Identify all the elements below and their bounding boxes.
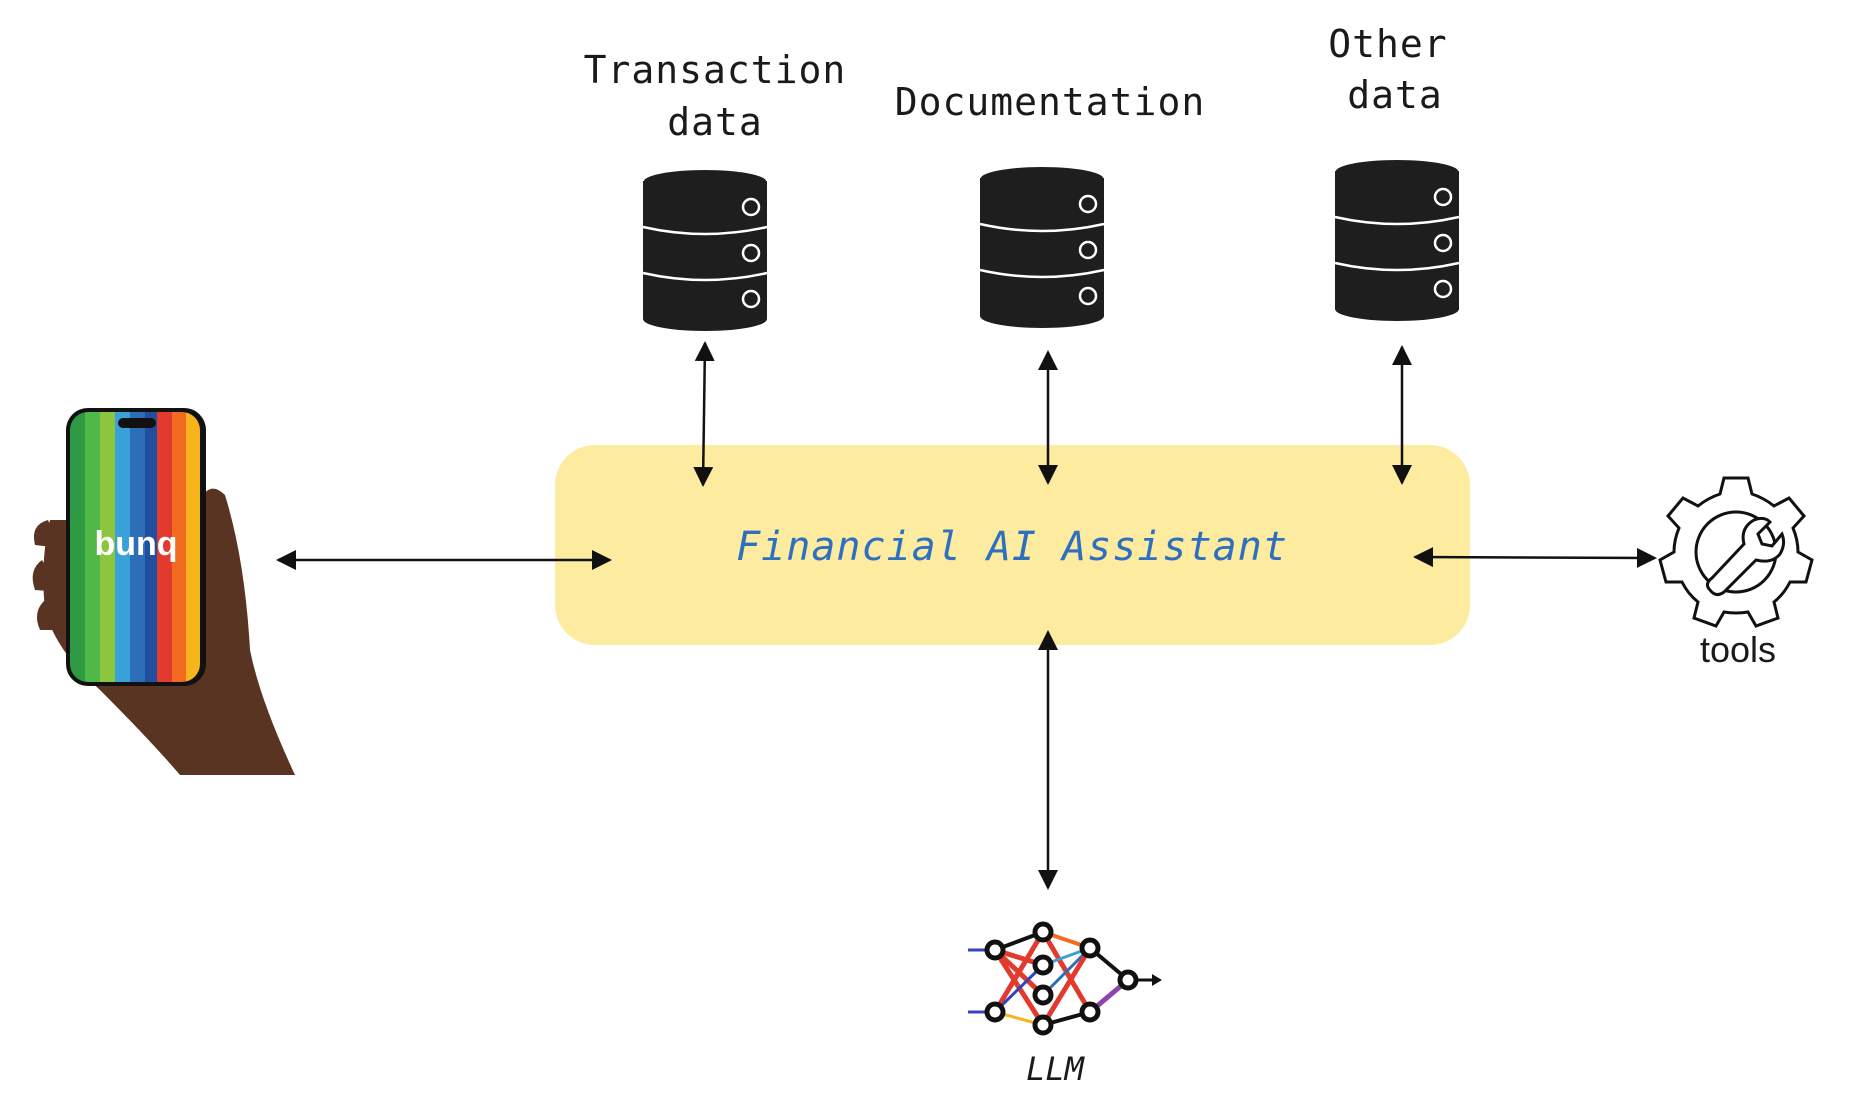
arrow-tools [1413, 547, 1657, 568]
source-label-other-line2: data [1347, 73, 1443, 117]
phone-brand: bunq [94, 525, 177, 563]
database-icon [641, 167, 769, 333]
assistant-node [555, 445, 1470, 645]
assistant-label: Financial AI Assistant [736, 524, 1288, 570]
database-icon [978, 164, 1106, 330]
database-icon [1333, 157, 1461, 323]
source-label-other-line1: Other [1328, 22, 1447, 66]
llm-label: LLM [1026, 1050, 1086, 1088]
tools-label: tools [1700, 629, 1776, 670]
source-label-transaction-line2: data [667, 100, 763, 144]
gear-wrench-icon [1658, 476, 1814, 628]
source-label-documentation: Documentation [895, 80, 1205, 124]
source-label-transaction-line1: Transaction [584, 48, 847, 92]
arrow-transaction [693, 341, 715, 487]
phone-in-hand-icon: bunq [32, 408, 296, 775]
neural-network-icon [968, 921, 1162, 1036]
